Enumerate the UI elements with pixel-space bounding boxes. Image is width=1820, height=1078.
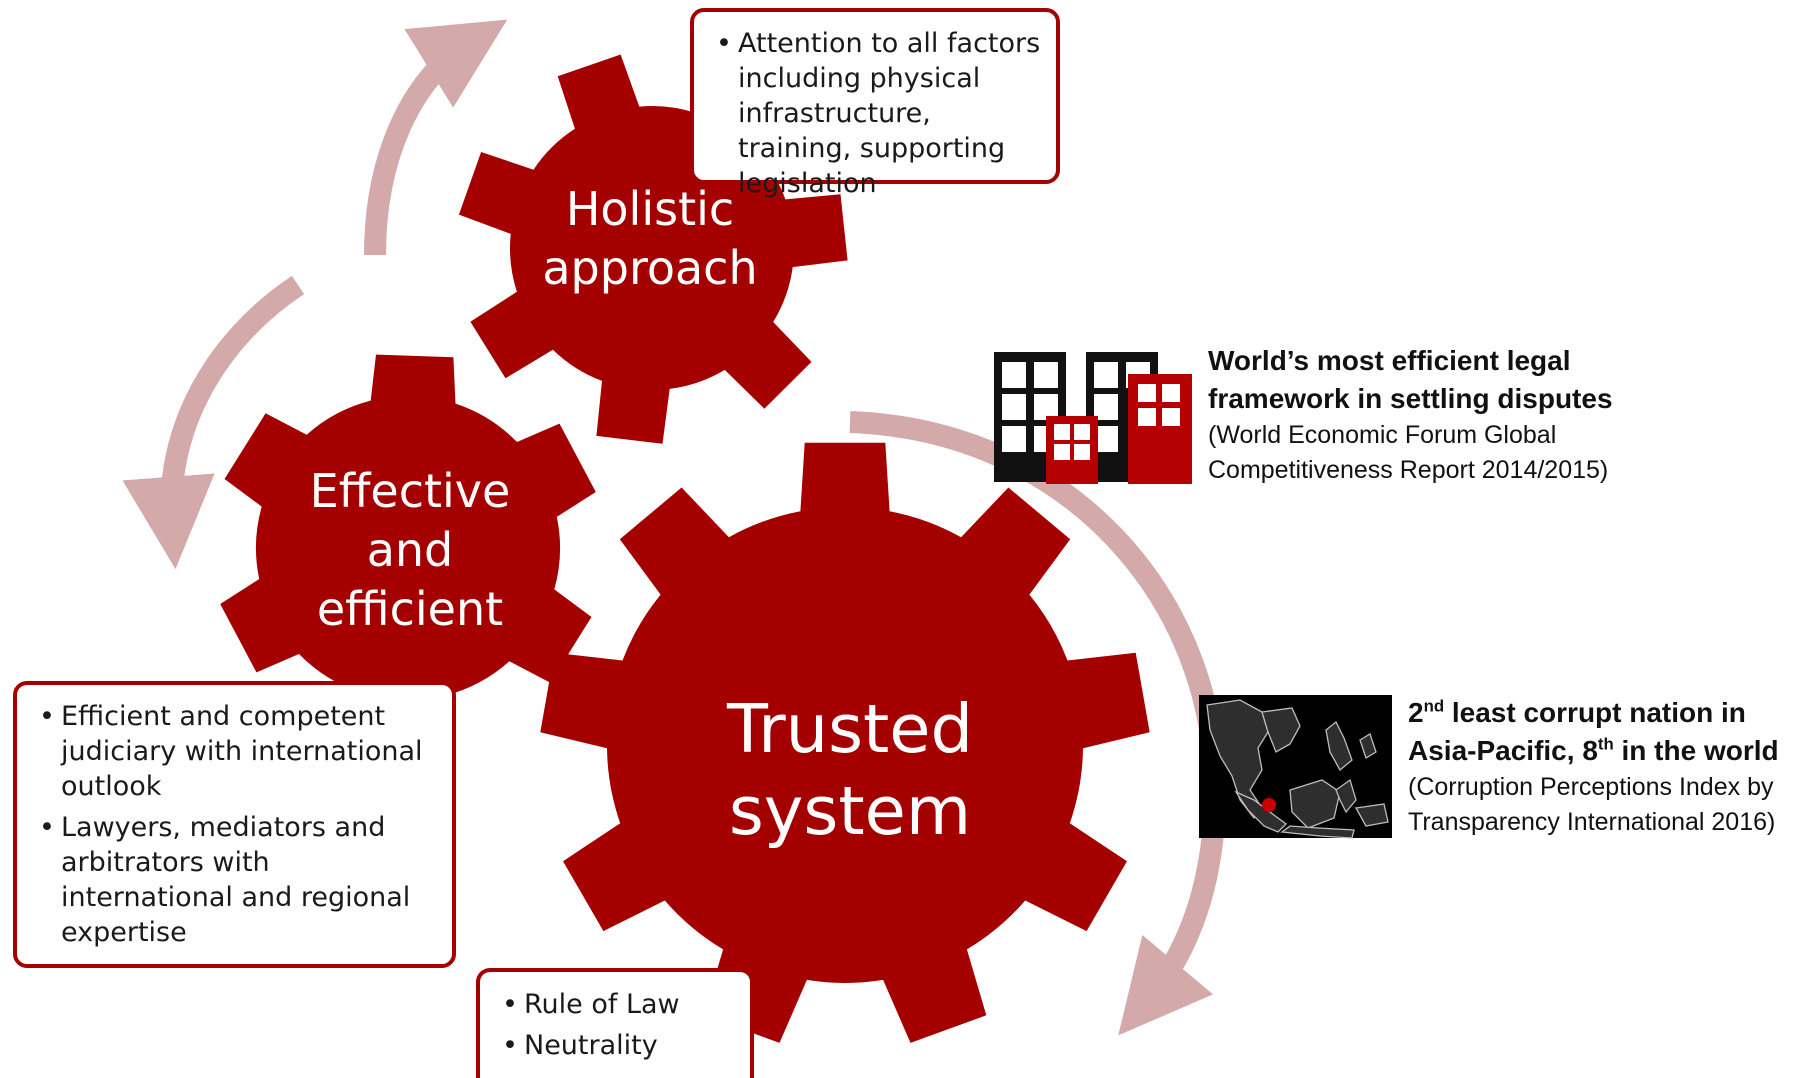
legal-framework-source: (World Economic Forum Global Competitive… xyxy=(1208,421,1609,484)
legal-framework-fact: World’s most efficient legal framework i… xyxy=(1208,342,1628,488)
holistic-gear-label: Holistic approach xyxy=(542,182,758,295)
holistic-bullet: Attention to all factors including physi… xyxy=(710,26,1042,201)
trusted-callout-box: Rule of Law Neutrality xyxy=(476,968,754,1078)
office-buildings-icon xyxy=(994,352,1192,484)
corruption-rank-world: 8 xyxy=(1582,735,1598,766)
effective-bullet-lawyers: Lawyers, mediators and arbitrators with … xyxy=(33,810,442,950)
corruption-headline-part-a: least corrupt nation in Asia-Pacific, xyxy=(1408,697,1746,766)
corruption-headline: 2nd least corrupt nation in Asia-Pacific… xyxy=(1408,694,1818,770)
corruption-rank-world-suffix: th xyxy=(1597,734,1614,754)
trusted-gear xyxy=(540,442,1150,1043)
trusted-bullet-neutrality: Neutrality xyxy=(496,1025,740,1066)
legal-framework-headline: World’s most efficient legal framework i… xyxy=(1208,345,1613,414)
effective-bullet-judiciary: Efficient and competent judiciary with i… xyxy=(33,699,442,804)
corruption-rank-asia: 2 xyxy=(1408,697,1424,728)
trusted-bullet-rule-of-law: Rule of Law xyxy=(496,984,740,1025)
holistic-callout-box: Attention to all factors including physi… xyxy=(690,8,1060,199)
trusted-gear-label: Trusted system xyxy=(726,690,973,850)
cycle-arrow-left xyxy=(122,275,305,570)
corruption-headline-part-b: in the world xyxy=(1613,735,1779,766)
cycle-arrow-top xyxy=(364,19,508,256)
corruption-fact: 2nd least corrupt nation in Asia-Pacific… xyxy=(1408,694,1818,840)
corruption-source: (Corruption Perceptions Index by Transpa… xyxy=(1408,773,1776,836)
corruption-rank-asia-suffix: nd xyxy=(1423,696,1445,716)
effective-callout-box: Efficient and competent judiciary with i… xyxy=(13,681,456,968)
effective-gear xyxy=(220,354,596,742)
effective-gear-label: Effective and efficient xyxy=(309,464,511,636)
southeast-asia-map-icon xyxy=(1199,695,1392,839)
